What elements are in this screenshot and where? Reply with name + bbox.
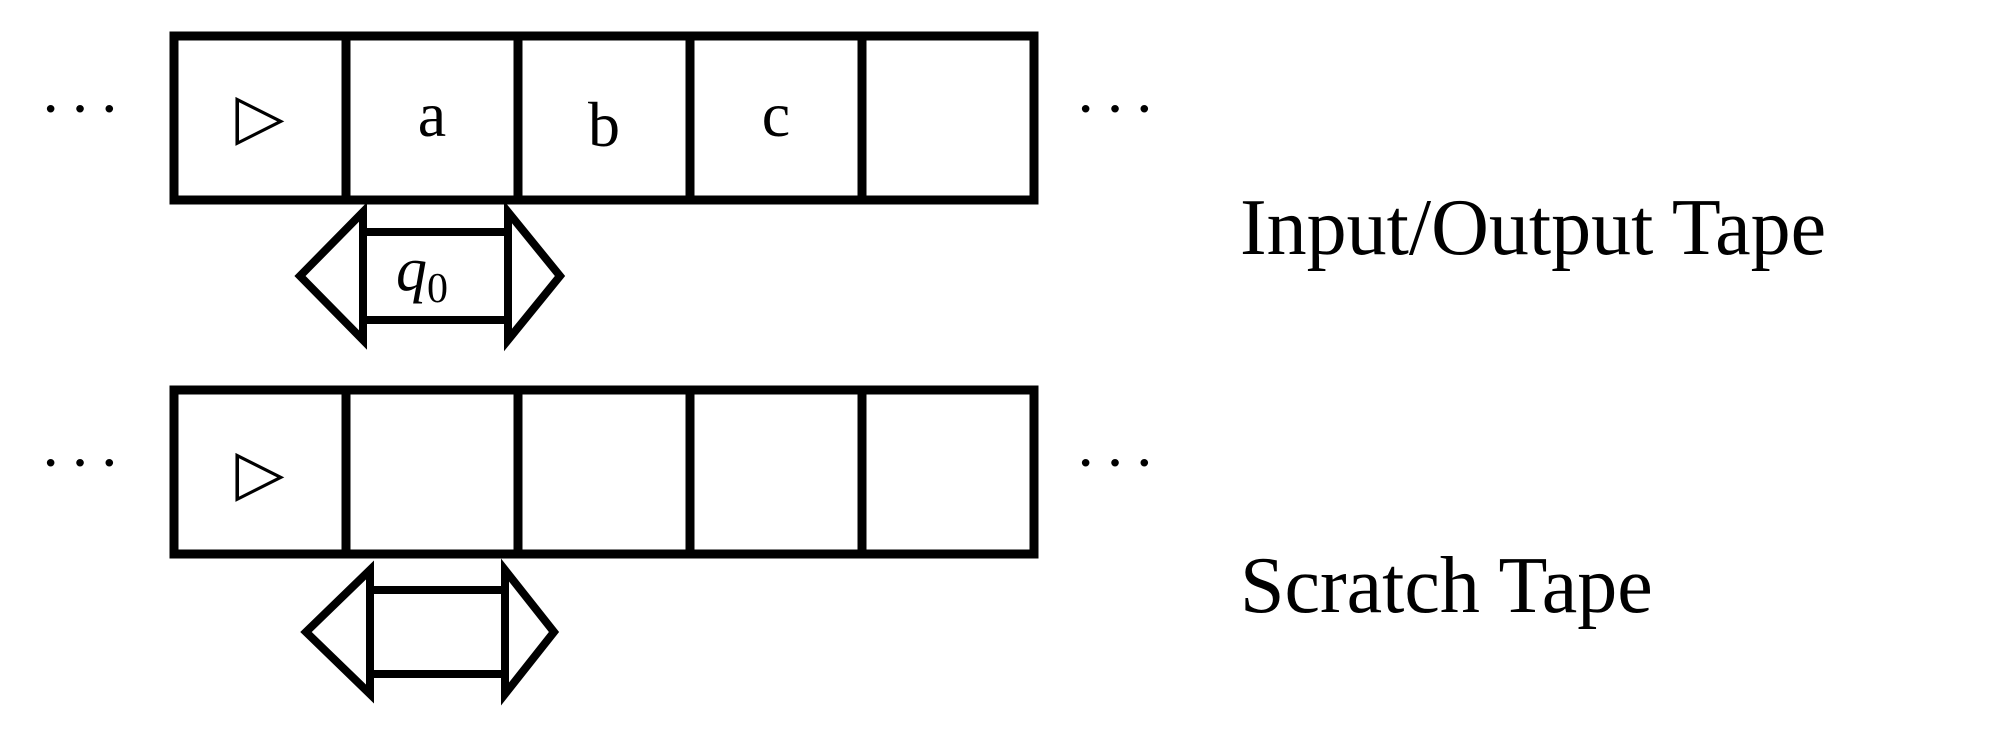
head-state-label: q0 bbox=[396, 236, 448, 312]
state-subscript: 0 bbox=[427, 266, 448, 312]
tape-cell bbox=[685, 385, 867, 559]
tape-head bbox=[300, 558, 560, 706]
tape-label: Scratch Tape bbox=[1240, 542, 1653, 630]
cell-symbol-left-end-marker: ▷ bbox=[235, 437, 284, 508]
input-output-tape: ··· ▷ a b c ··· q0 Input/Output Tape bbox=[40, 31, 1826, 352]
cell-symbol: c bbox=[762, 79, 790, 150]
cell-symbol: b bbox=[588, 89, 620, 160]
tape-cells bbox=[169, 385, 1039, 559]
tape-cell bbox=[341, 385, 523, 559]
left-ellipsis: ··· bbox=[40, 73, 128, 144]
head-double-arrow-icon bbox=[300, 558, 560, 706]
tape-cells bbox=[169, 31, 1039, 205]
left-ellipsis: ··· bbox=[40, 427, 128, 498]
scratch-tape: ··· ▷ ··· Scratch Tape bbox=[40, 385, 1653, 706]
tape-head: q0 bbox=[294, 200, 566, 352]
tape-cell bbox=[857, 385, 1039, 559]
cell-symbol: a bbox=[418, 79, 446, 150]
tape-cell bbox=[857, 31, 1039, 205]
cell-symbol-left-end-marker: ▷ bbox=[235, 81, 284, 152]
right-ellipsis: ··· bbox=[1075, 73, 1163, 144]
tape-label: Input/Output Tape bbox=[1240, 184, 1826, 272]
state-symbol: q bbox=[396, 236, 427, 304]
right-ellipsis: ··· bbox=[1075, 427, 1163, 498]
tape-cell bbox=[513, 385, 695, 559]
